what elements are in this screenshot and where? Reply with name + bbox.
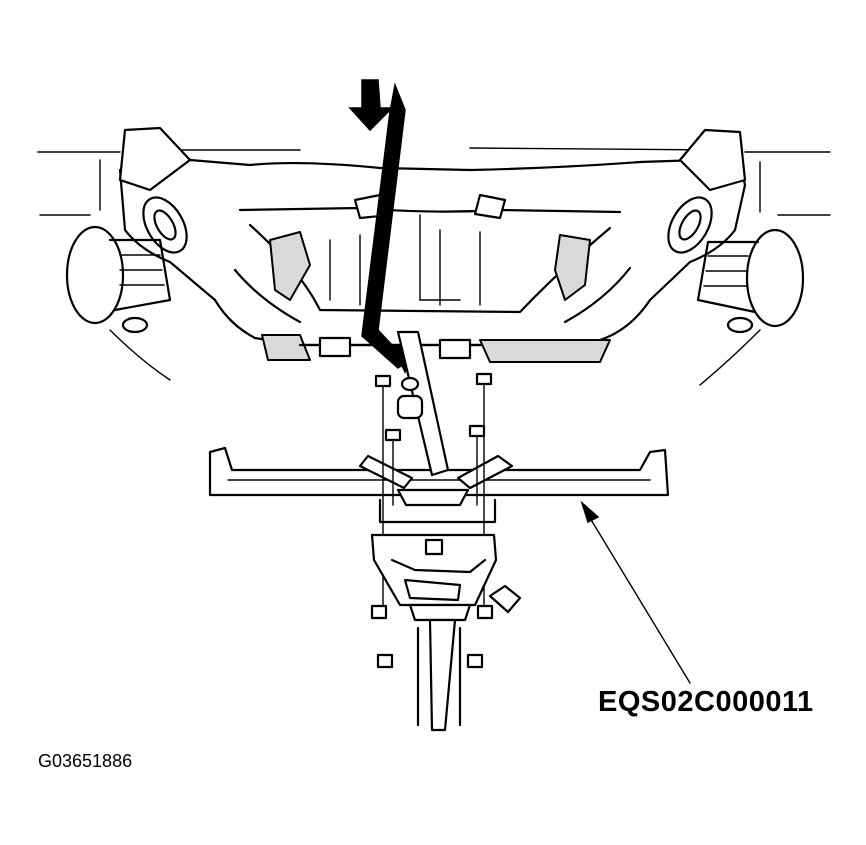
mounting-bolt xyxy=(468,424,486,459)
right-hub xyxy=(696,228,805,334)
jack-adapter-tool xyxy=(208,330,670,524)
lower-arms xyxy=(261,334,611,363)
left-hub xyxy=(65,225,172,334)
transmission-jack xyxy=(370,533,522,732)
tool-callout-label: EQS02C000011 xyxy=(598,686,814,718)
mounting-bolt xyxy=(374,374,392,411)
mounting-bolts xyxy=(374,372,493,613)
lowering-arrow xyxy=(348,79,413,375)
vehicle-body-outline xyxy=(37,147,831,386)
mounting-bolt xyxy=(475,372,493,409)
rear-subframe xyxy=(118,126,747,347)
callout-leader xyxy=(580,500,691,684)
mounting-bolt xyxy=(384,428,402,461)
figure-id-label: G03651886 xyxy=(38,751,133,771)
